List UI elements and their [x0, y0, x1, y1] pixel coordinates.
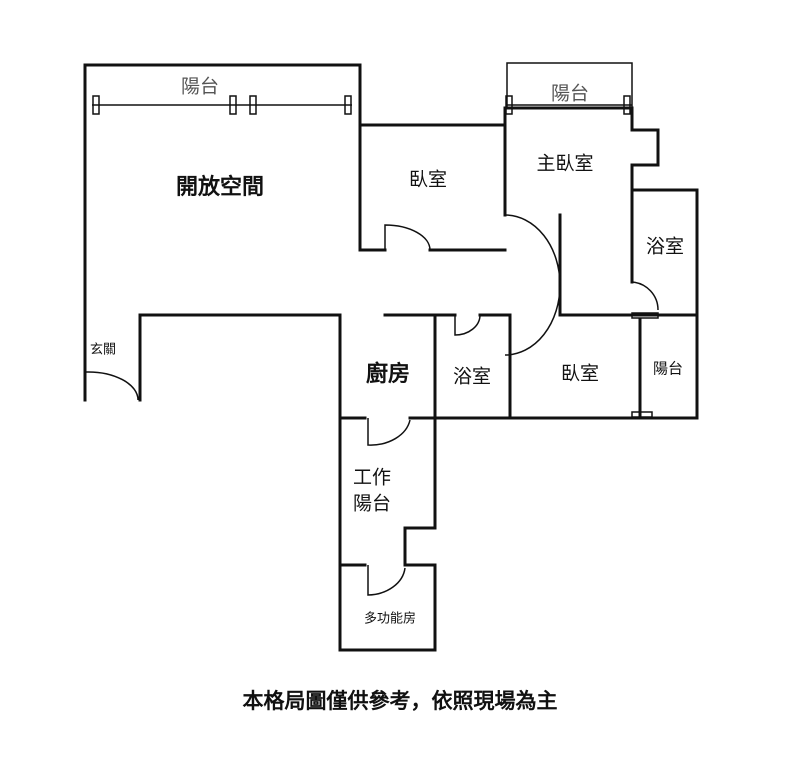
work-balcony-label-line1: 工作: [352, 466, 392, 489]
walls: [83, 62, 699, 652]
footer-note: 本格局圖僅供參考，依照現場為主: [242, 689, 558, 713]
balcony-right-label: 陽台: [652, 359, 684, 378]
master-bedroom-label: 主臥室: [536, 152, 594, 175]
bathroom-right-label: 浴室: [645, 235, 685, 258]
work-balcony-label-line2: 陽台: [352, 492, 392, 515]
balcony-top-right-label: 陽台: [550, 82, 590, 105]
bedroom-bottom-label: 臥室: [560, 362, 600, 385]
open-space-label: 開放空間: [175, 175, 265, 200]
multipurpose-room-label: 多功能房: [363, 611, 417, 627]
kitchen-label: 廚房: [365, 362, 411, 387]
entrance-label: 玄關: [89, 342, 117, 358]
bathroom-center-label: 浴室: [452, 365, 492, 388]
balcony-top-left-label: 陽台: [180, 75, 220, 98]
bedroom-top-label: 臥室: [408, 168, 448, 191]
